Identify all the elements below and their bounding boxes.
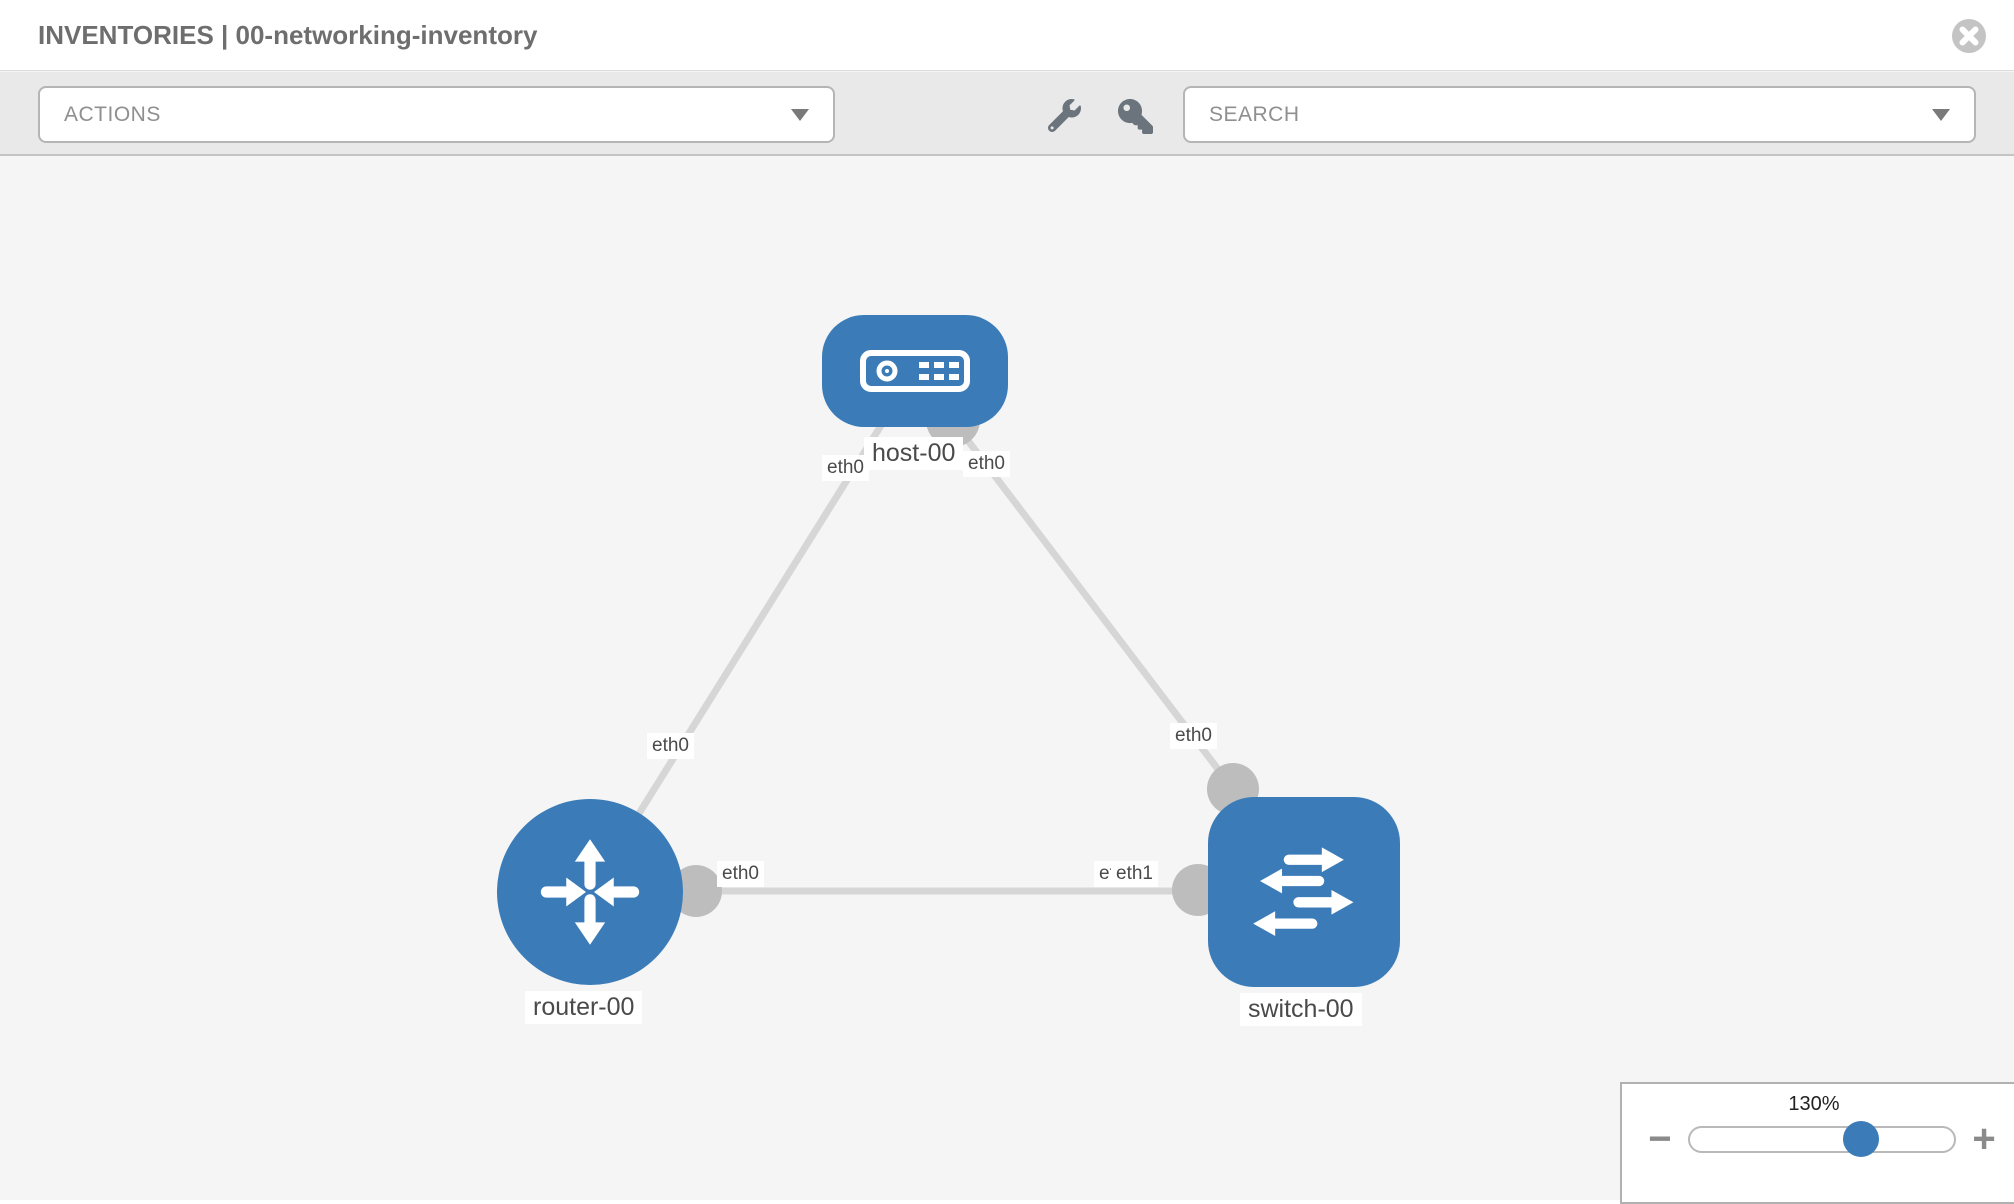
search-dropdown-label: SEARCH: [1209, 102, 1300, 126]
node-switch[interactable]: [1208, 797, 1400, 987]
zoom-level-readout: 130%: [1788, 1093, 1840, 1115]
interface-connector: [670, 865, 722, 917]
switch-icon: [1253, 847, 1354, 936]
interface-label: eth0: [822, 455, 869, 481]
node-host[interactable]: [822, 315, 1008, 427]
zoom-slider[interactable]: [1688, 1120, 1956, 1157]
interface-label: eth0: [1170, 723, 1217, 749]
interface-label: eth0: [647, 733, 694, 759]
interface-label: eth0: [717, 861, 764, 887]
interface-label: eth1: [1111, 861, 1158, 887]
node-router[interactable]: [497, 799, 683, 985]
zoom-slider-thumb[interactable]: [1843, 1120, 1879, 1157]
chevron-down-icon: [1932, 108, 1950, 121]
interface-label-overlap: eth0 eth1: [1094, 861, 1184, 889]
actions-dropdown[interactable]: ACTIONS: [38, 86, 835, 143]
close-icon: [1952, 19, 1986, 53]
node-label-router: router-00: [525, 991, 643, 1025]
actions-dropdown-label: ACTIONS: [64, 102, 161, 126]
zoom-control-panel: 130% − +: [1620, 1082, 2014, 1204]
wrench-icon[interactable]: [1048, 99, 1081, 132]
zoom-in-button[interactable]: +: [1972, 1117, 1996, 1161]
search-dropdown[interactable]: SEARCH: [1183, 86, 1976, 143]
page-title: INVENTORIES | 00-networking-inventory: [38, 20, 538, 50]
close-button[interactable]: [1950, 17, 1988, 55]
zoom-out-button[interactable]: −: [1648, 1117, 1672, 1161]
node-label-host: host-00: [864, 437, 964, 471]
toolbar: ACTIONS SEARCH: [0, 72, 2014, 156]
host-icon: [860, 350, 970, 392]
key-icon[interactable]: [1118, 99, 1153, 134]
router-icon: [540, 839, 640, 945]
header: INVENTORIES | 00-networking-inventory: [0, 0, 2014, 71]
interface-label: eth0: [963, 451, 1010, 477]
node-label-switch: switch-00: [1240, 993, 1362, 1027]
chevron-down-icon: [791, 108, 809, 121]
